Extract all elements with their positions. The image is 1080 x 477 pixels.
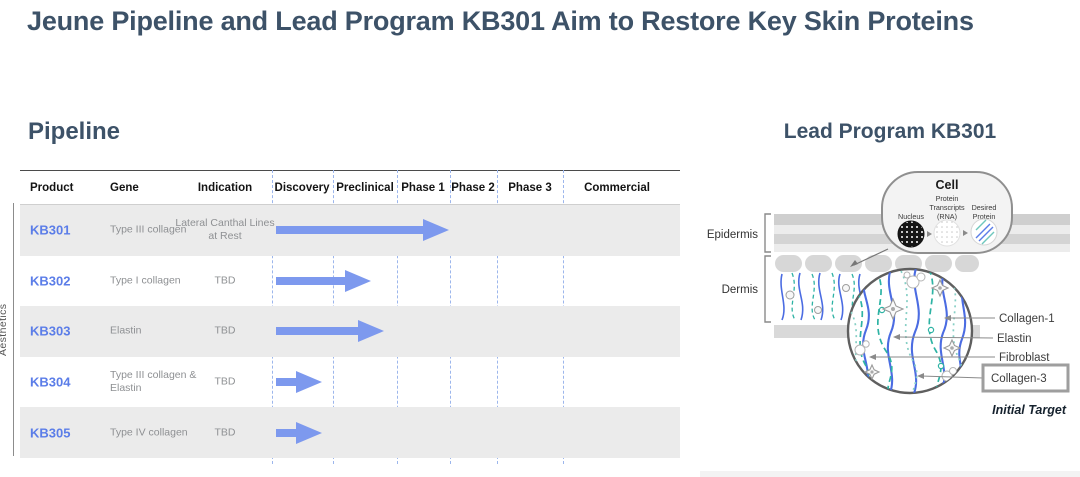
indication: TBD: [214, 274, 236, 287]
col-product: Product: [30, 181, 74, 194]
indication: Lateral Canthal Lines at Rest: [175, 217, 275, 243]
progress-arrow: [276, 226, 423, 235]
progress-arrow: [276, 327, 358, 336]
col-indication: Indication: [197, 181, 253, 194]
col-phase2: Phase 2: [451, 181, 495, 194]
dermis-label: Dermis: [722, 284, 759, 296]
col-phase1: Phase 1: [401, 181, 445, 194]
gene-name: Type III collagen: [110, 223, 187, 236]
desired-protein-circle: [970, 218, 998, 246]
collagen1-label: Collagen-1: [999, 313, 1055, 325]
indication: TBD: [214, 324, 236, 337]
collagen3-target-box: Collagen-3: [981, 363, 1070, 393]
gene-name: Type IV collagen: [110, 426, 188, 439]
gene-name: Type I collagen: [110, 274, 181, 287]
gene-name: Elastin: [110, 324, 142, 337]
col-discovery: Discovery: [274, 181, 330, 194]
transcripts-label-1: Protein: [936, 194, 959, 203]
pipeline-row-kb302: KB302 Type I collagen TBD: [20, 256, 680, 307]
product-code: KB301: [30, 222, 71, 238]
product-code: KB304: [30, 374, 71, 390]
indication: TBD: [214, 426, 236, 439]
vesicle-clusters: [854, 271, 957, 382]
process-arrow-icon: [927, 231, 932, 237]
product-code: KB302: [30, 273, 71, 289]
progress-arrow: [276, 276, 345, 285]
pipeline-table-header: Product Gene Indication Discovery Precli…: [20, 170, 680, 205]
col-commercial: Commercial: [584, 181, 650, 194]
progress-arrow: [276, 428, 296, 437]
magnifier-circle: [846, 267, 974, 395]
nucleus-label: Nucleus: [898, 212, 924, 221]
nucleus-circle: [897, 220, 925, 248]
skin-diagram: Epidermis Dermis Cell Protein Transcript…: [707, 171, 1070, 417]
desired-label-1: Desired: [972, 203, 997, 212]
lead-program-heading: Lead Program KB301: [783, 120, 997, 143]
indication: TBD: [214, 375, 236, 388]
category-bracket-line: [13, 203, 14, 456]
pipeline-row-kb303: KB303 Elastin TBD: [20, 306, 680, 357]
annotation-leaders: [869, 315, 995, 379]
collagen3-label: Collagen-3: [991, 373, 1047, 385]
desired-label-2: Protein: [973, 212, 996, 221]
pipeline-row-kb301: KB301 Type III collagen Lateral Canthal …: [20, 205, 680, 256]
process-arrow-icon: [963, 230, 968, 236]
cell-inset: Cell Protein Transcripts (RNA) Desired P…: [881, 171, 1013, 254]
skin-brackets: [764, 213, 771, 323]
pipeline-row-kb305: KB305 Type IV collagen TBD: [20, 407, 680, 458]
initial-target-label: Initial Target: [992, 403, 1067, 417]
transcripts-label-3: (RNA): [937, 212, 957, 221]
col-gene: Gene: [110, 181, 139, 194]
transcripts-label-2: Transcripts: [929, 203, 965, 212]
page-title: Jeune Pipeline and Lead Program KB301 Ai…: [27, 6, 974, 36]
cell-pointer-line: [850, 248, 889, 267]
pipeline-heading: Pipeline: [28, 118, 121, 145]
category-label: Aesthetics: [0, 303, 9, 356]
slide-edge: [700, 471, 1080, 477]
epidermis-label: Epidermis: [707, 229, 758, 241]
product-code: KB305: [30, 425, 71, 441]
pipeline-row-kb304: KB304 Type III collagen & Elastin TBD: [20, 357, 680, 408]
elastin-fibers: [856, 269, 942, 393]
rna-circle: [933, 219, 961, 247]
cell-title: Cell: [936, 178, 959, 192]
pipeline-table: Product Gene Indication Discovery Precli…: [20, 170, 680, 464]
product-code: KB303: [30, 323, 71, 339]
fibroblast-label: Fibroblast: [999, 352, 1050, 364]
progress-arrow: [276, 378, 296, 387]
fibroblast-cells: [863, 278, 962, 381]
col-phase3: Phase 3: [508, 181, 552, 194]
basal-cell-layer: [775, 255, 979, 272]
col-preclinical: Preclinical: [336, 181, 394, 194]
gene-name: Type III collagen & Elastin: [110, 368, 197, 395]
elastin-label: Elastin: [997, 333, 1032, 345]
